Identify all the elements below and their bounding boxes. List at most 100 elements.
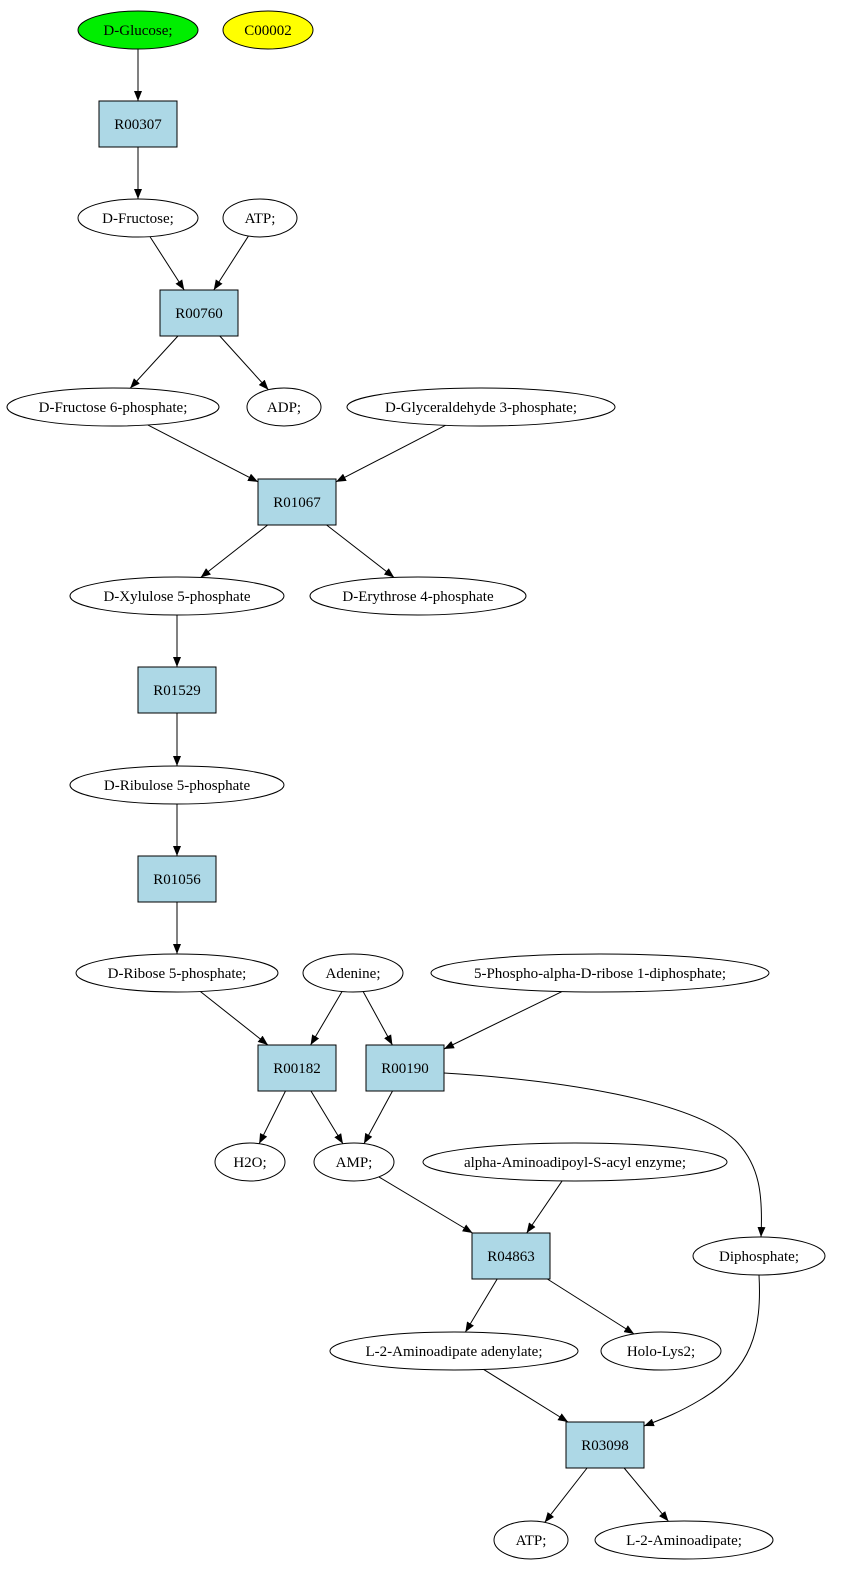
reaction-node-r00182: R00182: [257, 1044, 337, 1092]
node-label: Holo-Lys2;: [627, 1344, 695, 1360]
compound-ellipse: [309, 576, 527, 616]
compound-ellipse: [69, 765, 285, 805]
compound-node-diphosphate: Diphosphate;: [692, 1236, 826, 1276]
compound-node-atp1: ATP;: [222, 198, 298, 238]
reaction-box: [257, 478, 337, 526]
compound-ellipse: [313, 1142, 395, 1182]
node-label: ADP;: [267, 400, 301, 416]
node-label: H2O;: [233, 1155, 266, 1171]
compound-node-aasacyl: alpha-Aminoadipoyl-S-acyl enzyme;: [422, 1142, 728, 1182]
node-label: ATP;: [245, 211, 276, 227]
edge-r00182-to-amp: [310, 1090, 344, 1145]
node-label: R00307: [114, 117, 162, 133]
compound-ellipse: [222, 198, 298, 238]
node-label: Diphosphate;: [719, 1249, 799, 1265]
compound-node-prpp: 5-Phospho-alpha-D-ribose 1-diphosphate;: [430, 953, 770, 993]
compound-node-amp: AMP;: [313, 1142, 395, 1182]
node-label: Adenine;: [326, 966, 381, 982]
edge-prpp-to-r00190: [443, 991, 563, 1050]
compound-ellipse: [600, 1331, 722, 1371]
reaction-node-r01056: R01056: [137, 855, 217, 903]
node-label: D-Ribose 5-phosphate;: [108, 966, 247, 982]
reaction-box: [137, 666, 217, 714]
compound-ellipse: [302, 953, 404, 993]
edge-r00760-to-adp: [219, 335, 269, 391]
edge-r01067-to-e4p: [326, 524, 395, 578]
node-label: L-2-Aminoadipate adenylate;: [365, 1344, 542, 1360]
compound-node-ru5p: D-Ribulose 5-phosphate: [69, 765, 285, 805]
compound-node-g3p: D-Glyceraldehyde 3-phosphate;: [346, 387, 616, 427]
node-label: R00760: [175, 306, 223, 322]
compound-ellipse: [75, 953, 279, 993]
node-label: D-Erythrose 4-phosphate: [342, 589, 494, 605]
compound-node-l2aa: L-2-Aminoadipate;: [594, 1520, 774, 1560]
compound-node-e4p: D-Erythrose 4-phosphate: [309, 576, 527, 616]
node-label: R01056: [153, 872, 201, 888]
edge-diphosphate-to-r03098: [643, 1274, 760, 1427]
reaction-box: [257, 1044, 337, 1092]
compound-node-glucose: D-Glucose;: [77, 10, 199, 50]
edge-atp1-to-r00760: [213, 235, 249, 291]
edge-r01067-to-xu5p: [200, 524, 268, 578]
node-label: R01529: [153, 683, 201, 699]
node-label: D-Ribulose 5-phosphate: [104, 778, 251, 794]
edge-adenine-to-r00190: [362, 991, 393, 1046]
node-label: D-Xylulose 5-phosphate: [103, 589, 250, 605]
compound-ellipse: [422, 1142, 728, 1182]
edge-r00190-to-amp: [363, 1090, 393, 1144]
edge-r00190-to-diphosphate: [443, 1072, 766, 1238]
node-label: R04863: [487, 1249, 535, 1265]
edge-r00182-to-h2o: [258, 1090, 286, 1144]
edges-layer: [129, 49, 766, 1523]
compound-node-f6p: D-Fructose 6-phosphate;: [6, 387, 220, 427]
compound-ellipse: [346, 387, 616, 427]
compound-node-h2o: H2O;: [214, 1142, 286, 1182]
compound-node-hololys2: Holo-Lys2;: [600, 1331, 722, 1371]
edge-adenine-to-r00182: [310, 991, 343, 1046]
edge-amp-to-r04863: [378, 1176, 473, 1234]
node-label: C00002: [244, 23, 292, 39]
node-label: AMP;: [336, 1155, 373, 1171]
edge-l2aa_aden-to-r03098: [483, 1369, 569, 1423]
edge-r03098-to-l2aa: [623, 1467, 669, 1522]
compound-ellipse: [222, 10, 314, 50]
compound-node-fructose: D-Fructose;: [77, 198, 199, 238]
reaction-node-r00190: R00190: [365, 1044, 445, 1092]
node-label: D-Glyceraldehyde 3-phosphate;: [385, 400, 577, 416]
reaction-box: [137, 855, 217, 903]
edge-r03098-to-atp2: [544, 1467, 588, 1523]
reaction-node-r03098: R03098: [565, 1421, 645, 1469]
reaction-node-r04863: R04863: [471, 1232, 551, 1280]
edge-g3p-to-r01067: [335, 424, 446, 483]
compound-ellipse: [69, 576, 285, 616]
compound-node-adenine: Adenine;: [302, 953, 404, 993]
node-label: R03098: [581, 1438, 629, 1454]
reaction-box: [565, 1421, 645, 1469]
compound-ellipse: [6, 387, 220, 427]
reaction-node-r00760: R00760: [159, 289, 239, 337]
node-label: D-Glucose;: [103, 23, 172, 39]
edge-f6p-to-r01067: [147, 424, 259, 483]
reaction-node-r00307: R00307: [98, 100, 178, 148]
compound-ellipse: [77, 198, 199, 238]
reaction-box: [471, 1232, 551, 1280]
reaction-box: [159, 289, 239, 337]
reaction-box: [365, 1044, 445, 1092]
edge-r04863-to-l2aa_aden: [464, 1278, 498, 1333]
edge-r04863-to-hololys2: [547, 1278, 635, 1335]
edge-r5p-to-r00182: [200, 991, 269, 1046]
compound-node-adp: ADP;: [246, 387, 322, 427]
node-label: R01067: [273, 495, 321, 511]
compound-node-c00002: C00002: [222, 10, 314, 50]
edge-r00760-to-f6p: [129, 335, 179, 389]
edge-fructose-to-r00760: [149, 236, 185, 291]
compound-node-l2aa_aden: L-2-Aminoadipate adenylate;: [329, 1331, 579, 1371]
compound-ellipse: [430, 953, 770, 993]
node-label: ATP;: [516, 1533, 547, 1549]
node-label: 5-Phospho-alpha-D-ribose 1-diphosphate;: [474, 966, 726, 982]
reaction-box: [98, 100, 178, 148]
compound-ellipse: [77, 10, 199, 50]
compound-ellipse: [594, 1520, 774, 1560]
compound-ellipse: [329, 1331, 579, 1371]
